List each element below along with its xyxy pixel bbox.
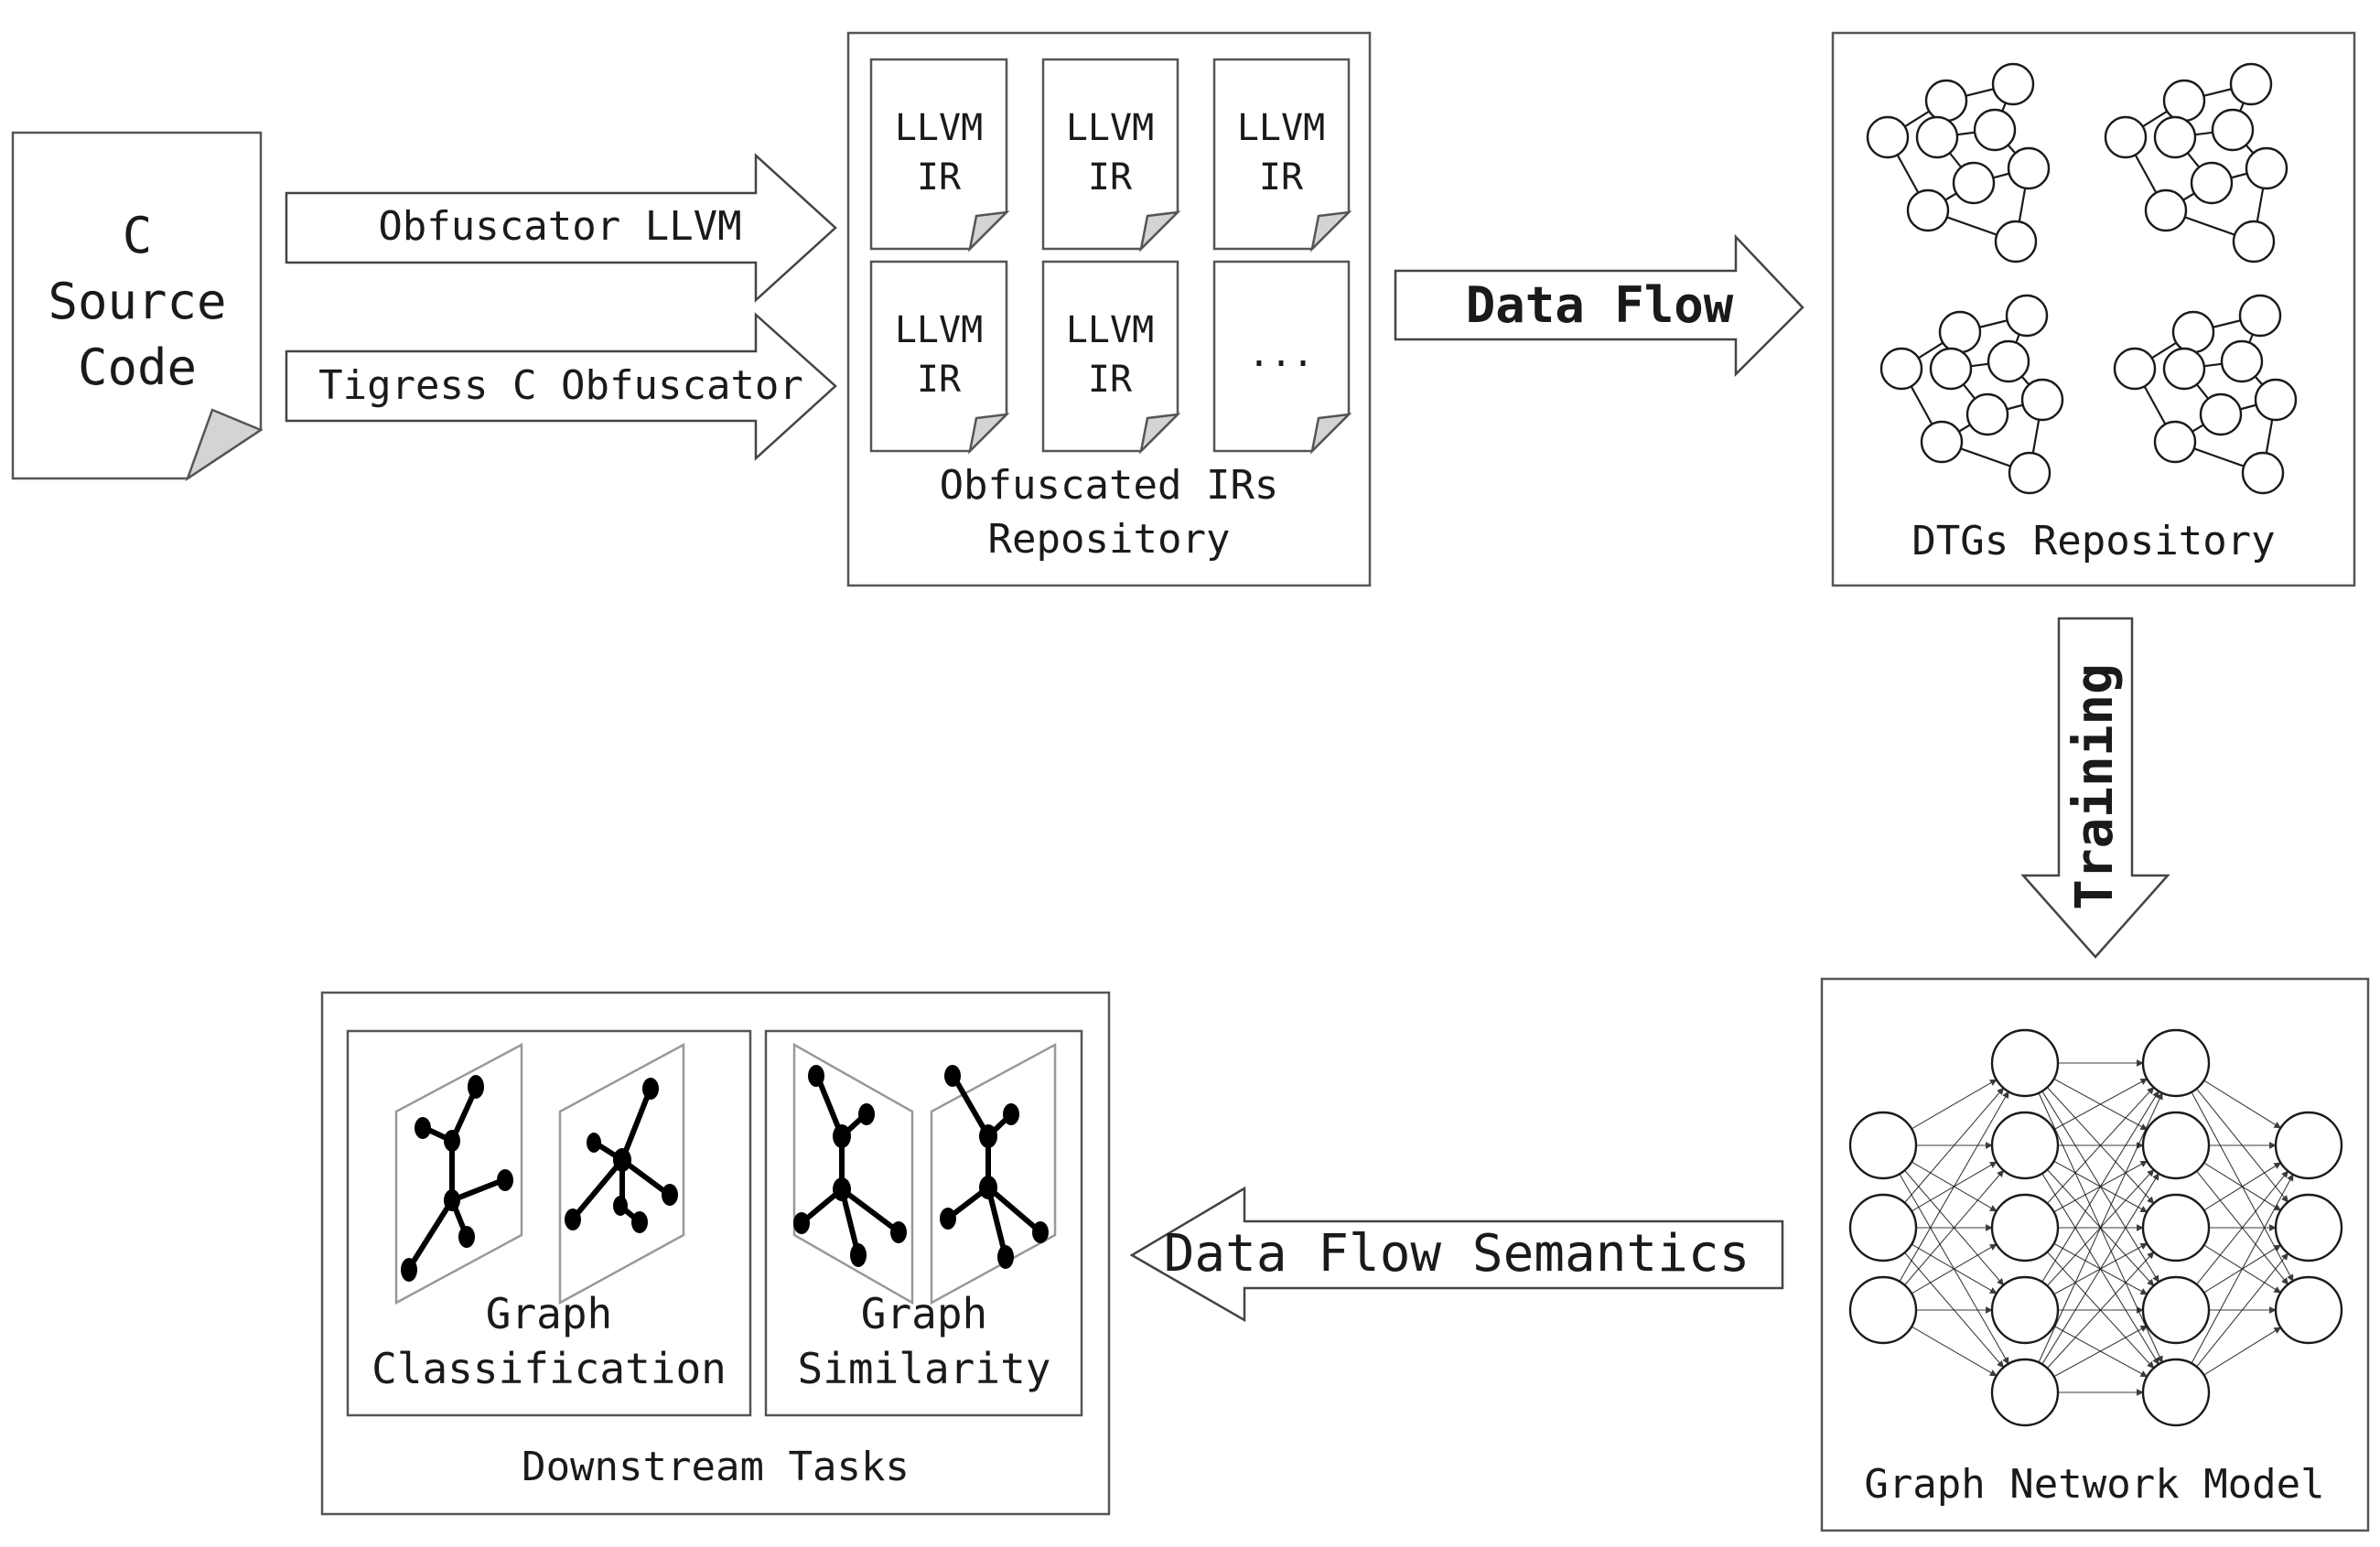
nn-edge: [2041, 1173, 2159, 1365]
graph-plane: [792, 1042, 914, 1305]
source-label-line-3: Code: [78, 338, 197, 396]
nn-node: [1990, 1028, 2060, 1098]
nn-edge: [2041, 1090, 2159, 1283]
nn-edge: [1904, 1087, 2005, 1204]
nn-edge: [1911, 1326, 1998, 1377]
nn-edge: [2053, 1078, 2148, 1131]
nn-edge: [2191, 1174, 2294, 1364]
llvm-ir-doc: LLVM IR: [1041, 260, 1181, 455]
nn-node: [2141, 1028, 2211, 1098]
llvm-ir-doc: LLVM IR: [1041, 58, 1181, 252]
nn-node: [1990, 1193, 2060, 1262]
nn-edge: [1911, 1243, 1998, 1295]
nn-edge: [2203, 1162, 2282, 1211]
graph-similarity-panel: Graph Similarity: [764, 1029, 1083, 1417]
llvm-ir-doc-line-1: LLVM: [895, 107, 983, 149]
data-flow-semantics-label: Data Flow Semantics: [1164, 1224, 1750, 1284]
graph-plane: [394, 1042, 523, 1305]
nn-edge: [2038, 1092, 2163, 1363]
nn-node: [1990, 1358, 2060, 1427]
nn-edge: [1904, 1169, 2005, 1286]
nn-edges: [1899, 1059, 2294, 1396]
obfuscator-llvm-label: Obfuscator LLVM: [378, 203, 741, 250]
llvm-ir-doc: LLVM IR: [1212, 58, 1352, 252]
nn-nodes: [1848, 1028, 2343, 1427]
llvm-ir-doc: LLVM IR: [869, 58, 1010, 252]
nn-node: [1990, 1111, 2060, 1180]
classification-label-line-1: Graph: [486, 1289, 612, 1338]
source-label-line-1: C: [123, 207, 153, 264]
data-flow-arrow: Data Flow: [1394, 233, 1804, 378]
similarity-label-line-2: Similarity: [798, 1344, 1051, 1393]
nn-node: [2141, 1111, 2211, 1180]
nn-node: [1990, 1275, 2060, 1345]
nn-node: [1848, 1111, 1918, 1180]
similarity-label-line-1: Graph: [861, 1289, 987, 1338]
nn-edge: [2203, 1327, 2282, 1376]
ir-repository-title-line-2: Repository: [988, 516, 1231, 563]
llvm-ir-doc-line-1: LLVM: [1066, 309, 1154, 351]
llvm-ir-doc: LLVM IR: [869, 260, 1010, 455]
ellipsis-doc-label: ...: [1248, 333, 1314, 375]
training-label: Training: [2065, 663, 2125, 910]
nn-node: [2274, 1275, 2343, 1345]
llvm-ir-doc-line-2: IR: [917, 156, 962, 199]
tigress-obfuscator-label: Tigress C Obfuscator: [318, 362, 803, 409]
nn-edge: [2046, 1086, 2155, 1204]
llvm-ir-doc-line-1: LLVM: [1237, 107, 1325, 149]
llvm-ir-doc-line-2: IR: [917, 359, 962, 401]
graph-plane: [930, 1042, 1057, 1305]
dtgs-repository: DTGs Repository: [1831, 31, 2356, 587]
ir-repository-title-line-1: Obfuscated IRs: [940, 462, 1279, 509]
llvm-ir-doc-line-2: IR: [1088, 359, 1133, 401]
nn-node: [1848, 1275, 1918, 1345]
graph-plane: [558, 1042, 685, 1305]
nn-edge: [2203, 1080, 2282, 1129]
nn-node: [2141, 1358, 2211, 1427]
nn-edge: [2053, 1325, 2148, 1378]
c-source-code-doc: C Source Code: [11, 131, 264, 482]
nn-node: [1848, 1193, 1918, 1262]
training-arrow: Training: [2020, 617, 2170, 959]
obfuscator-llvm-arrow: Obfuscator LLVM: [285, 153, 837, 303]
tigress-obfuscator-arrow: Tigress C Obfuscator: [285, 312, 837, 461]
nn-edge: [2196, 1170, 2288, 1285]
nn-edge: [1911, 1079, 1998, 1130]
llvm-ir-doc-line-2: IR: [1088, 156, 1133, 199]
llvm-ir-doc-line-2: IR: [1259, 156, 1304, 199]
graph-network-model: Graph Network Model: [1820, 977, 2370, 1532]
nn-edge: [2196, 1252, 2288, 1368]
data-flow-semantics-arrow: Data Flow Semantics: [1129, 1186, 1784, 1323]
llvm-ir-doc-line-1: LLVM: [1066, 107, 1154, 149]
classification-label-line-2: Classification: [372, 1344, 727, 1393]
llvm-ir-doc-line-1: LLVM: [895, 309, 983, 351]
ellipsis-doc: ...: [1212, 260, 1352, 455]
nn-edge: [2046, 1251, 2155, 1369]
nn-node: [2141, 1275, 2211, 1345]
source-label-line-2: Source: [48, 273, 226, 330]
downstream-tasks-title: Downstream Tasks: [522, 1444, 910, 1490]
nn-node: [2274, 1193, 2343, 1262]
data-flow-label: Data Flow: [1466, 276, 1734, 334]
dtgs-repository-title: DTGs Repository: [1912, 518, 2275, 564]
nn-node: [2141, 1193, 2211, 1262]
graph-network-model-title: Graph Network Model: [1864, 1461, 2324, 1508]
graph-classification-panel: Graph Classification: [346, 1029, 752, 1417]
obfuscated-irs-repository: LLVM IR LLVM IR LLVM IR LLVM IR LLVM IR: [846, 31, 1372, 587]
nn-node: [2274, 1111, 2343, 1180]
downstream-tasks: Graph Classification: [320, 991, 1111, 1516]
nn-edge: [1899, 1090, 2009, 1283]
